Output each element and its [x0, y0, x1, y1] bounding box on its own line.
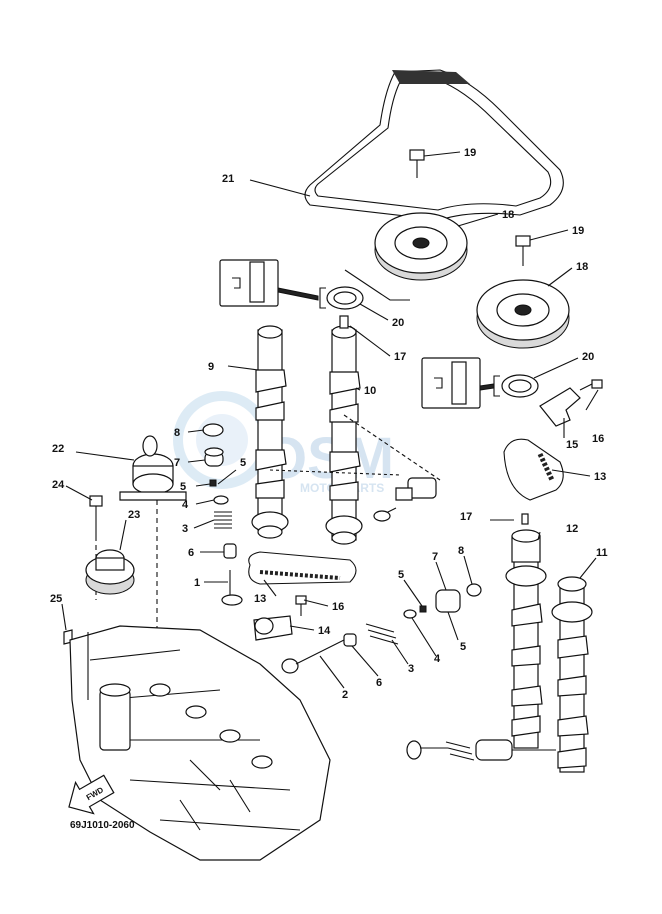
belt-tensioner-22 — [119, 435, 187, 690]
callout-13-b: 13 — [254, 593, 266, 605]
leader-lines — [61, 151, 599, 689]
callout-23: 23 — [128, 509, 140, 521]
callouts: 21 19 18 19 18 20 17 9 10 20 16 15 13 8 … — [50, 147, 608, 701]
oil-seal-20-left — [219, 259, 410, 310]
cam-pulley-upper — [374, 212, 468, 281]
callout-17-b: 17 — [460, 511, 472, 523]
camshaft-9 — [251, 325, 289, 539]
callout-20-b: 20 — [582, 351, 594, 363]
callout-5-d: 5 — [460, 641, 466, 653]
callout-19-a: 19 — [464, 147, 476, 159]
fwd-arrow: FWD — [68, 774, 115, 815]
callout-16-a: 16 — [592, 433, 604, 445]
callout-3-b: 3 — [408, 663, 414, 675]
camshaft-10 — [325, 315, 363, 545]
guide-lines — [269, 414, 441, 481]
callout-13-a: 13 — [594, 471, 606, 483]
callout-5-a: 5 — [180, 481, 186, 493]
callout-7-b: 7 — [432, 551, 438, 563]
callout-21: 21 — [222, 173, 234, 185]
callout-10: 10 — [364, 385, 376, 397]
callout-5-b: 5 — [240, 457, 246, 469]
callout-5-c: 5 — [398, 569, 404, 581]
callout-14: 14 — [318, 625, 331, 637]
callout-8-b: 8 — [458, 545, 464, 557]
callout-7-a: 7 — [174, 457, 180, 469]
cam-pulley-right — [476, 279, 570, 349]
callout-18-a: 18 — [502, 209, 514, 221]
valve-stack-left — [202, 423, 243, 606]
diagram-code: 69J1010-2060 — [70, 820, 135, 831]
oil-seal-20-right — [421, 357, 539, 409]
callout-4-a: 4 — [182, 499, 189, 511]
callout-4-b: 4 — [434, 653, 441, 665]
callout-25: 25 — [50, 593, 62, 605]
callout-12: 12 — [566, 523, 578, 535]
valve-assembly-upper — [373, 477, 437, 522]
bolt-19-right — [515, 235, 531, 266]
cylinder-head — [69, 625, 331, 861]
callout-15: 15 — [566, 439, 578, 451]
camshaft-11 — [551, 576, 593, 773]
callout-11: 11 — [596, 547, 608, 559]
callout-9: 9 — [208, 361, 214, 373]
callout-16-b: 16 — [332, 601, 344, 613]
callout-1: 1 — [194, 577, 200, 589]
callout-3-a: 3 — [182, 523, 188, 535]
callout-17-a: 17 — [394, 351, 406, 363]
valve-assembly-lower — [281, 583, 482, 674]
callout-8-a: 8 — [174, 427, 180, 439]
callout-6-a: 6 — [188, 547, 194, 559]
callout-19-b: 19 — [572, 225, 584, 237]
callout-6-b: 6 — [376, 677, 382, 689]
camshaft-12 — [505, 513, 547, 749]
chain-13-left — [248, 551, 357, 585]
callout-24: 24 — [52, 479, 65, 491]
callout-2: 2 — [342, 689, 348, 701]
timing-belt — [304, 69, 564, 221]
guide-15-right — [503, 379, 603, 501]
callout-18-b: 18 — [576, 261, 588, 273]
crank-sprocket-23 — [85, 549, 135, 595]
guide-14 — [253, 595, 307, 641]
callout-20-a: 20 — [392, 317, 404, 329]
callout-22: 22 — [52, 443, 64, 455]
bolt-19-top — [409, 149, 425, 178]
valve-lower-right — [406, 739, 556, 761]
